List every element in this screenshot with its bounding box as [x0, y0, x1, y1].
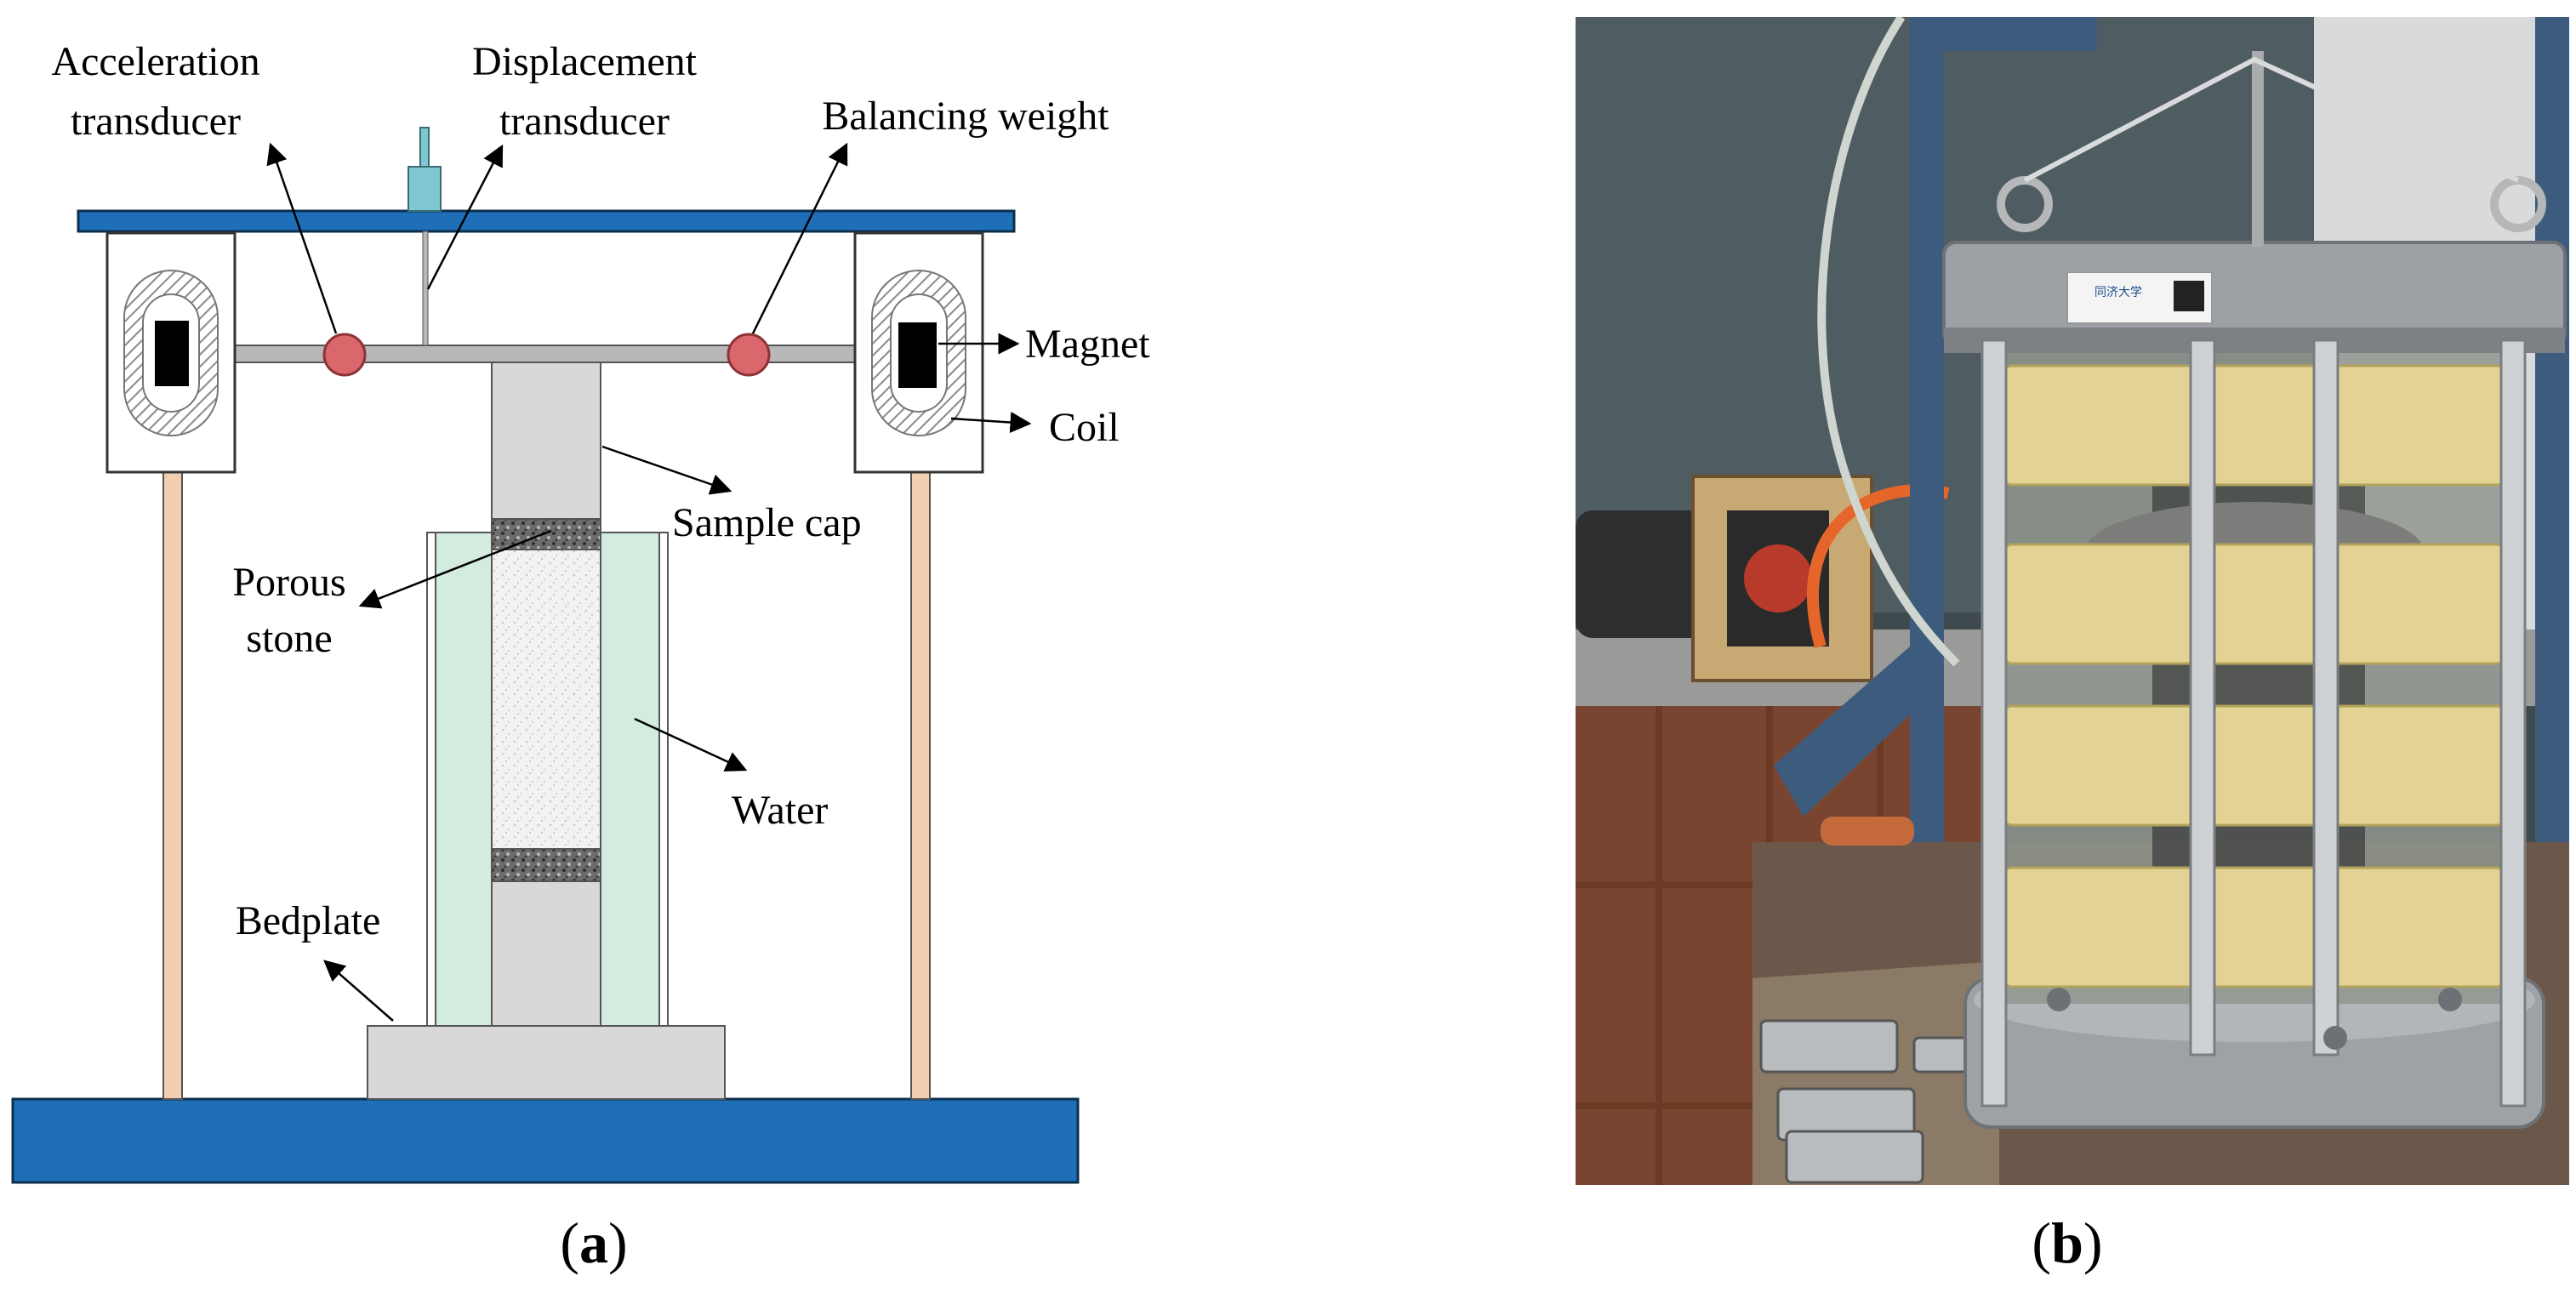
sticker-text: 同济大学: [2094, 286, 2142, 299]
displacement-transducer-body: [407, 166, 442, 212]
left-post: [162, 471, 183, 1100]
arrow-bedplate: [323, 960, 394, 1022]
photo-panel: 同济大学 (b): [1576, 17, 2569, 1275]
base-plate: [11, 1097, 1080, 1184]
cell-wall-right: [658, 532, 669, 1027]
transducer-rod: [422, 231, 429, 346]
arrow-water: [634, 717, 748, 772]
caption-a: (a): [560, 1210, 627, 1275]
caption-b: (b): [2032, 1210, 2102, 1275]
magnet: [898, 322, 937, 388]
water-right: [600, 532, 662, 1027]
label-displacement-1: Displacement: [472, 39, 698, 84]
pedestal: [491, 880, 601, 1027]
label-acceleration-1: Acceleration: [51, 39, 259, 84]
label-coil: Coil: [1049, 405, 1120, 450]
displacement-transducer-stem: [419, 127, 430, 169]
horizontal-beam: [169, 345, 920, 363]
cell-wall-left: [426, 532, 436, 1027]
label-balancing-weight: Balancing weight: [822, 94, 1109, 139]
left-coil-unit: [105, 231, 237, 474]
arrow-porous-stone: [358, 529, 552, 609]
soil-sample: [491, 549, 601, 850]
right-coil-unit: [853, 231, 984, 474]
water-left: [432, 532, 493, 1027]
porous-stone-top: [491, 518, 601, 550]
arrow-coil: [950, 412, 1032, 434]
label-water: Water: [732, 788, 828, 833]
arrow-sample-cap: [601, 445, 732, 495]
sample-cap-block: [491, 361, 601, 520]
label-porous-1: Porous: [232, 560, 345, 605]
arrow-displacement: [426, 144, 504, 290]
tie-rods: [1980, 339, 2527, 1108]
label-porous-2: stone: [246, 616, 332, 661]
label-acceleration-2: transducer: [71, 99, 241, 144]
label-sample-cap: Sample cap: [672, 500, 862, 545]
acceleration-transducer: [322, 333, 367, 377]
vacuum-pump: [1576, 510, 1712, 638]
bedplate-block: [367, 1025, 726, 1100]
porous-stone-bottom: [491, 848, 601, 882]
valve-fittings: [1759, 1019, 1975, 1184]
top-plate: [77, 209, 1016, 233]
label-displacement-2: transducer: [499, 99, 670, 144]
arrow-acceleration: [266, 142, 338, 334]
right-post: [910, 471, 931, 1100]
fiberglass-bands: [2002, 364, 2507, 988]
label-bedplate: Bedplate: [236, 898, 381, 943]
arrow-balancing: [751, 142, 848, 334]
label-magnet: Magnet: [1025, 322, 1150, 367]
balancing-weight: [727, 333, 771, 377]
schematic-panel: Acceleration transducer Displacement tra…: [11, 39, 1150, 1275]
